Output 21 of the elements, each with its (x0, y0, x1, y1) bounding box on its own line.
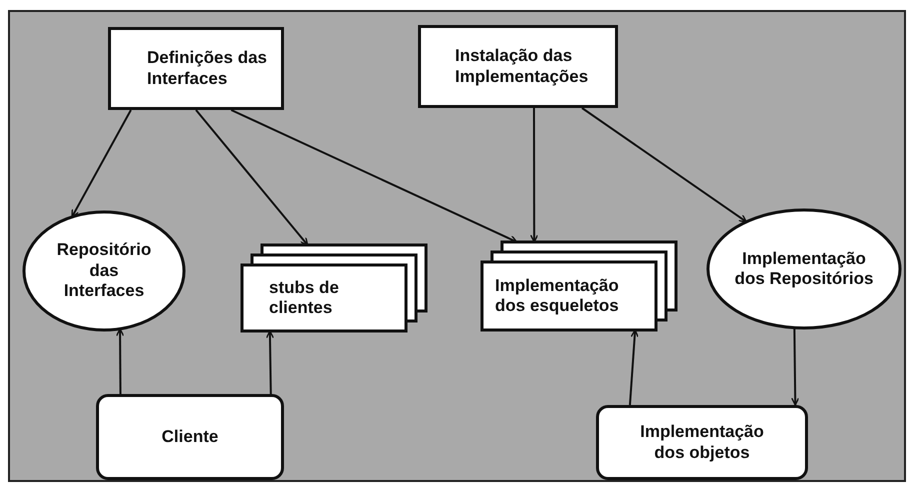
arrow (195, 109, 308, 246)
arrow (530, 108, 538, 243)
process-box (418, 25, 618, 108)
arrow (71, 110, 132, 218)
node-label: Implementação dos Repositórios (734, 248, 874, 290)
process-box (596, 405, 808, 480)
process-box (108, 27, 284, 110)
node-label: stubs de clientes (269, 278, 340, 318)
arrow (266, 330, 274, 394)
arrow (628, 329, 639, 406)
node-label: Instalação das Implementações (455, 46, 590, 87)
node-label: Repositório das Interfaces (56, 240, 152, 302)
node-label: Cliente (162, 426, 218, 448)
process-box (96, 394, 284, 480)
node-label: Definições das Interfaces (147, 48, 268, 89)
arrow (116, 328, 124, 394)
arrow (230, 109, 518, 243)
node-label: Implementação dos esqueletos (495, 276, 620, 316)
arrow (791, 328, 800, 406)
arrow (581, 107, 748, 223)
node-label: Implementação dos objetos (639, 422, 765, 463)
